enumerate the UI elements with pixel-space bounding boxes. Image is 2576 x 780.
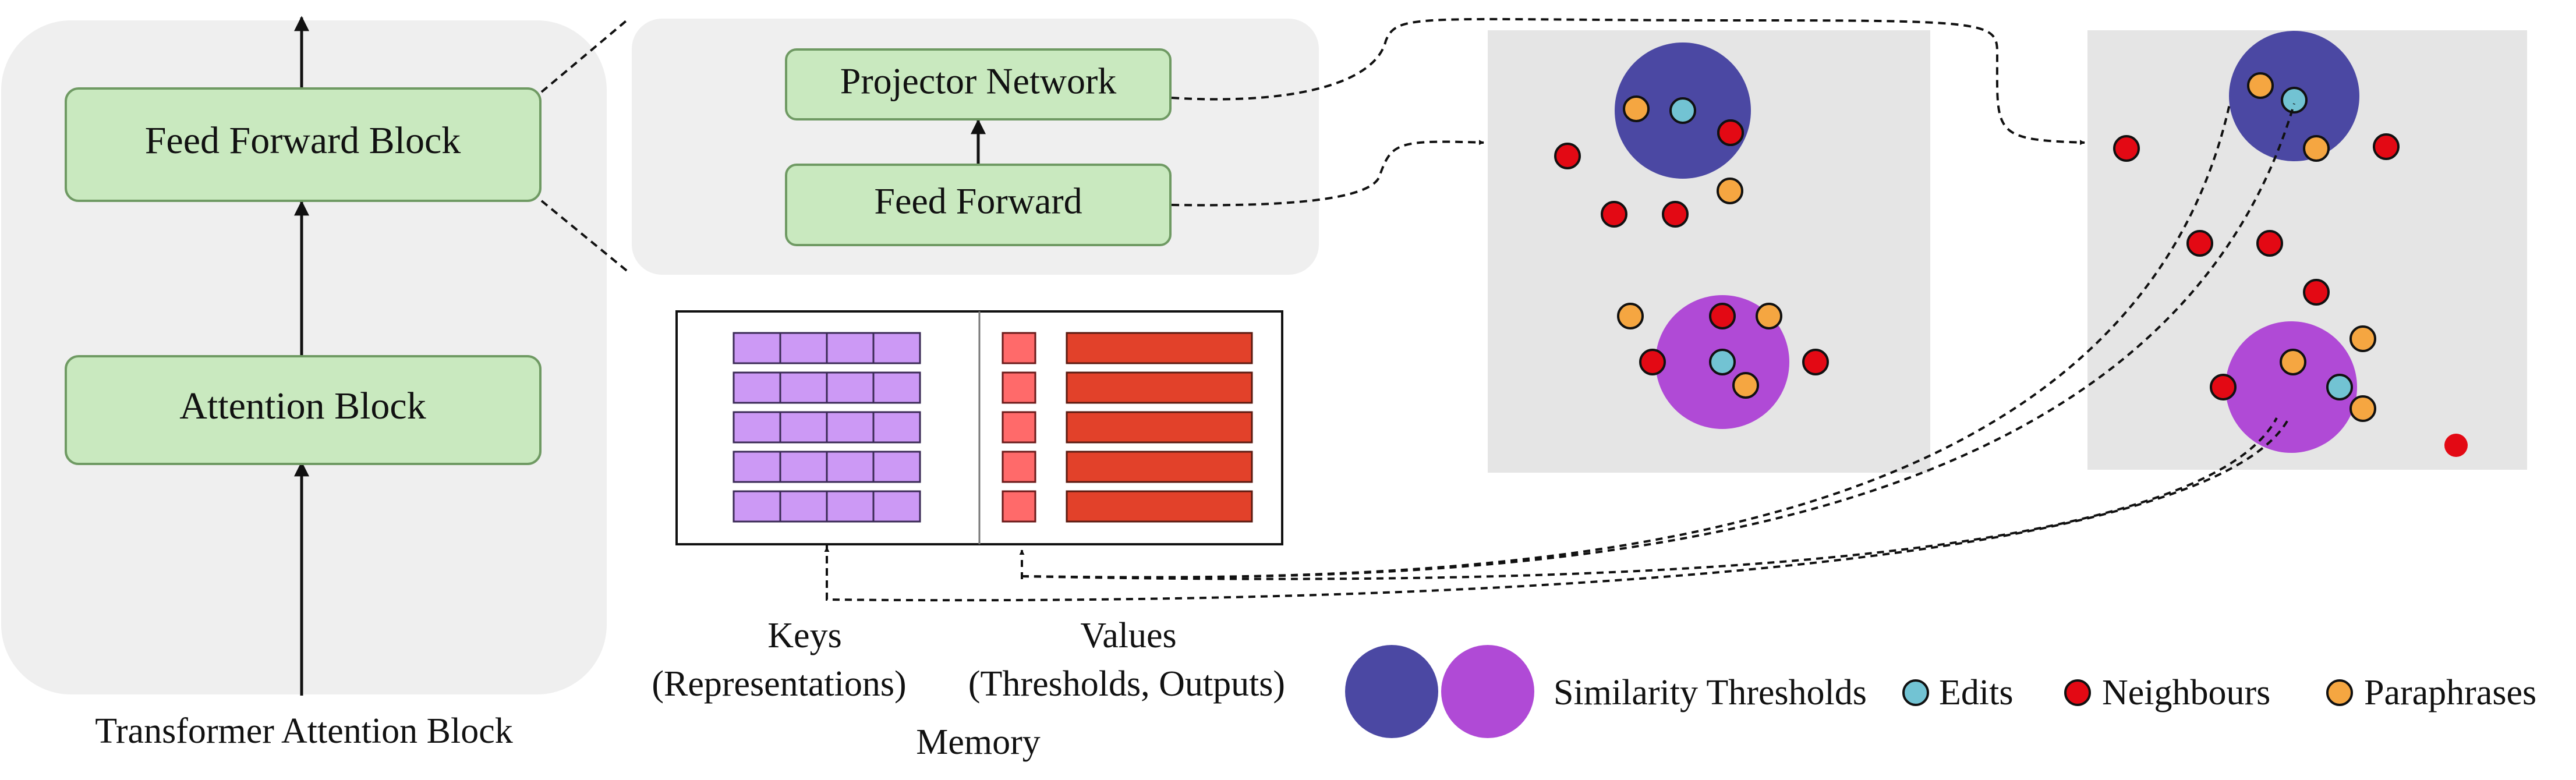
key-cell [826,490,875,523]
key-cell [779,490,828,523]
legend-thresholds-label: Similarity Thresholds [1554,673,1867,712]
projector-network-box[interactable]: Projector Network [785,48,1172,120]
key-rows [733,332,921,523]
neighbour-point [1709,303,1736,329]
legend-purple-threshold-icon [1441,645,1534,738]
key-cell [826,332,875,364]
key-cell [872,411,921,444]
threshold-cell [1002,332,1036,364]
key-cell [779,332,828,364]
keys-label: Keys [767,616,841,655]
legend-paraphrases-label: Paraphrases [2364,673,2536,712]
legend-neighbours-label: Neighbours [2102,673,2270,712]
key-cell [733,371,781,404]
edit-point [2281,87,2308,114]
paraphrase-point [1617,303,1644,329]
neighbour-point [2186,230,2213,257]
values-pointer-curve-1 [1021,103,2295,579]
neighbour-point [1717,119,1744,146]
neighbour-point [1802,349,1829,375]
key-cell [872,490,921,523]
legend-neighbour-icon [2064,679,2091,706]
edit-point [1669,97,1696,124]
neighbour-point [1554,143,1581,169]
value-rows [1002,332,1253,523]
key-cell [779,451,828,483]
neighbour-point [1662,201,1689,228]
neighbour-point [2256,230,2283,257]
legend: Similarity Thresholds Edits Neighbours P… [1345,645,2536,738]
attention-block[interactable]: Attention Block [65,355,542,465]
projector-to-space-b-arrow [1171,17,2085,146]
output-bar [1066,411,1253,444]
key-cell [826,411,875,444]
paraphrase-point [2349,395,2376,422]
paraphrase-point [2280,349,2306,375]
neighbour-point [1639,349,1666,375]
key-cell [733,411,781,444]
embedding-space-after [2087,30,2527,470]
feed-forward-label: Feed Forward [874,180,1082,222]
attention-block-label: Attention Block [179,385,426,427]
key-cell [872,332,921,364]
memory-caption: Memory [916,722,1041,762]
ff-to-space-a-arrow [1171,140,1484,207]
edit-point [1709,349,1736,375]
legend-edit-icon [1902,679,1929,706]
edit-point [2326,374,2353,400]
neighbour-point [2113,135,2140,162]
feed-forward-box[interactable]: Feed Forward [785,164,1172,246]
key-cell [779,371,828,404]
memory-table [675,310,1283,545]
key-cell [779,411,828,444]
paraphrase-point [2349,325,2376,352]
paraphrase-point [1732,372,1759,399]
output-bar [1066,371,1253,404]
output-bar [1066,490,1253,523]
legend-blue-threshold-icon [1345,645,1438,738]
key-cell [826,451,875,483]
paraphrase-point [1623,95,1650,122]
keys-pointer-curve [826,419,2290,602]
transformer-panel: Feed Forward Block Attention Block Trans… [1,16,607,751]
paraphrase-point [1717,178,1743,204]
key-cell [872,371,921,404]
key-cell [733,332,781,364]
ffn-block[interactable]: Feed Forward Block [65,87,542,202]
output-bar [1066,451,1253,483]
zoom-panel: Projector Network Feed Forward [632,19,1319,275]
embedding-space-before [1488,30,1930,473]
threshold-cell [1002,411,1036,444]
key-cell [872,451,921,483]
paraphrase-point [1756,303,1782,329]
key-cell [826,371,875,404]
zoom-connector-bottom [540,200,630,274]
threshold-cell [1002,451,1036,483]
keys-sublabel: (Representations) [652,664,906,704]
projector-network-label: Projector Network [840,61,1117,102]
neighbour-point [2373,133,2400,160]
transformer-caption: Transformer Attention Block [95,711,513,751]
key-cell [733,451,781,483]
neighbour-point [1601,201,1627,228]
threshold-cell [1002,490,1036,523]
paraphrase-point [2303,135,2330,162]
legend-paraphrase-icon [2326,679,2353,706]
threshold-cell [1002,371,1036,404]
neighbour-point [2210,374,2237,400]
neighbour-point [2303,279,2330,306]
values-pointer-curve-2 [1021,101,2231,579]
neighbour-point-outlier [2444,434,2468,457]
output-bar [1066,332,1253,364]
purple-threshold-region [2225,321,2357,453]
ffn-block-label: Feed Forward Block [145,119,461,162]
values-label: Values [1080,616,1176,655]
key-cell [733,490,781,523]
zoom-connector-top [540,17,630,93]
paraphrase-point [2247,72,2274,99]
legend-edits-label: Edits [1939,673,2013,712]
values-sublabel: (Thresholds, Outputs) [968,664,1285,704]
